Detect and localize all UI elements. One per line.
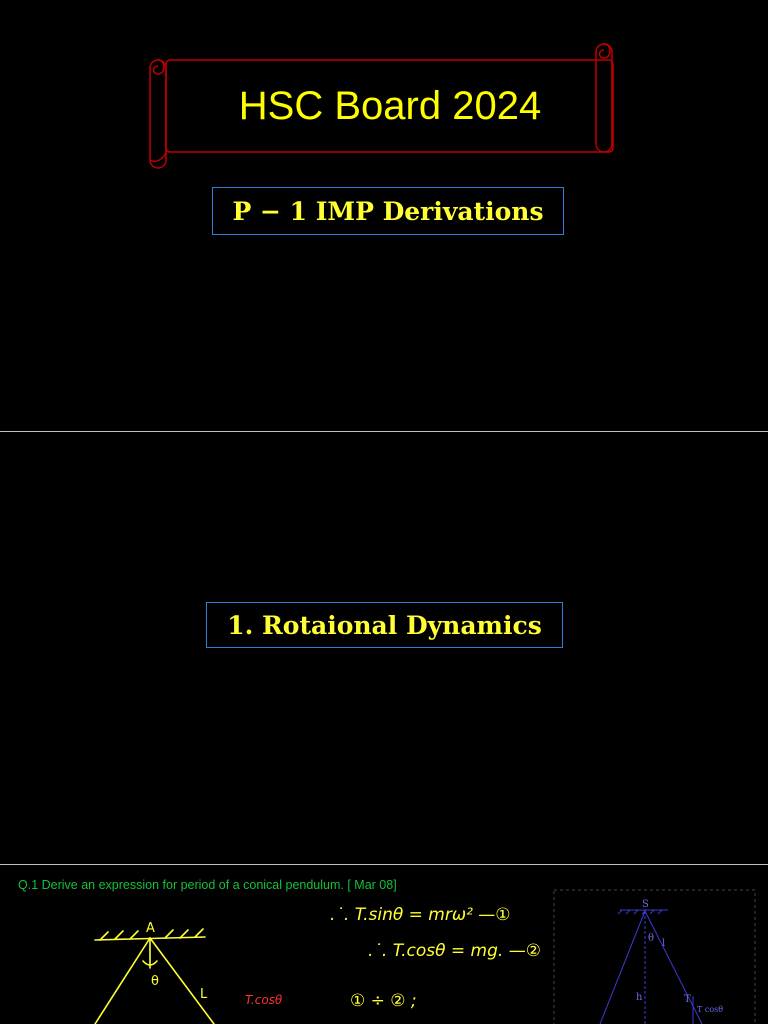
length-label: L — [200, 987, 208, 1002]
slide-divider — [0, 864, 768, 865]
svg-text:h: h — [636, 992, 643, 1003]
point-label: A — [146, 921, 155, 936]
eq-line2: .˙. T.cosθ = mg. —② — [368, 941, 541, 961]
slide-title: HSC Board 2024 P − 1 IMP Derivations — [0, 0, 768, 431]
slide-chapter: 1. Rotaional Dynamics — [0, 433, 768, 864]
eq-line1: .˙. T.sinθ = mrω² —① — [330, 905, 511, 925]
svg-text:S: S — [642, 899, 649, 910]
angle-label: θ — [151, 974, 159, 989]
slide-divider — [0, 431, 768, 432]
eq-line3: ① ÷ ② ; — [350, 991, 417, 1011]
pendulum-sketch: A θ L T.cosθ .˙. T.sinθ = mrω² —① .˙. T.… — [94, 889, 756, 1024]
question-text: Q.1 Derive an expression for period of a… — [18, 878, 397, 892]
svg-text:l: l — [662, 938, 665, 949]
subtitle-box: P − 1 IMP Derivations — [212, 187, 564, 235]
scroll-banner-icon — [149, 43, 614, 169]
tension-label: T.cosθ — [245, 993, 283, 1007]
chapter-box: 1. Rotaional Dynamics — [206, 602, 563, 648]
slide-question: Q.1 Derive an expression for period of a… — [0, 866, 768, 1024]
svg-text:T: T — [684, 994, 691, 1005]
page-title: HSC Board 2024 — [238, 83, 542, 128]
svg-text:θ: θ — [648, 933, 654, 944]
svg-text:T cosθ: T cosθ — [697, 1005, 723, 1014]
